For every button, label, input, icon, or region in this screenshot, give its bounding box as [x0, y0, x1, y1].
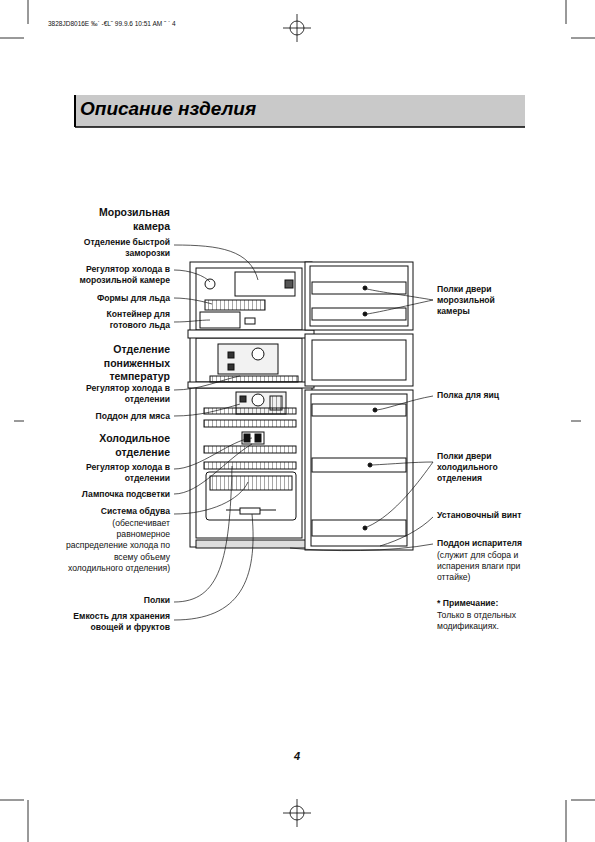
page-title: Описание нзделия [80, 98, 256, 120]
title-band [75, 95, 525, 127]
footnote-heading: * Примечание: [437, 598, 557, 609]
cabinet [188, 262, 314, 548]
footnote: Только в отдельных модификациях. [437, 610, 545, 632]
part-name: Полки двери холодильного отделения [437, 451, 527, 485]
part-name: Полка для яиц [437, 390, 547, 401]
part-name: Емкость для хранения овощей и фруктов [50, 611, 170, 633]
section-heading: Морозильная камера [60, 206, 170, 233]
part-name: Поддон для мяса [60, 411, 170, 422]
part-note: (обеспечивает равномерное распределение … [65, 518, 170, 574]
part-name: Регулятор холода в отделении [70, 462, 170, 484]
part-name: Поддон испарителя [437, 538, 557, 549]
part-note: (служит для сбора и испарения влаги при … [437, 550, 549, 584]
part-name: Лампочка подсветки [60, 489, 170, 500]
part-name: Система обдува [60, 506, 170, 517]
part-name: Формы для льда [60, 293, 170, 304]
part-name: Полки [60, 595, 170, 606]
part-name: Установочный винт [437, 510, 557, 521]
part-name: Регулятор холода в отделении [70, 383, 170, 405]
leader-lines [174, 245, 433, 620]
part-name: Контейнер для готового льда [90, 309, 170, 331]
print-slug: 3828JD8016E ‰` -€L˜ 99.9.6 10:51 AM ˜ ` … [48, 20, 348, 28]
part-name: Полки двери морозильной камеры [437, 284, 527, 318]
part-name: Регулятор холода в морозильной камере [60, 264, 170, 286]
section-heading: Холодильное отделение [80, 432, 170, 459]
section-heading: Отделение пониженных температур [80, 343, 170, 384]
doors [305, 262, 413, 550]
part-name: Отделение быстрой заморозки [74, 237, 170, 259]
page-number: 4 [294, 749, 314, 763]
